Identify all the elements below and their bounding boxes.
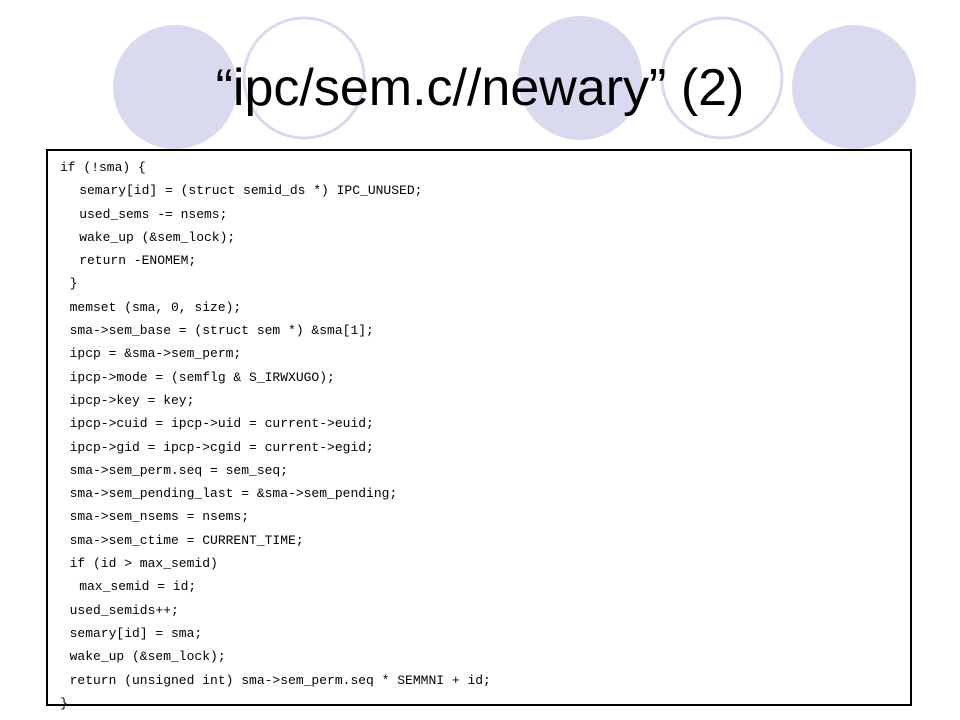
slide-title: “ipc/sem.c//newary” (2) bbox=[215, 59, 745, 117]
code-line: memset (sma, 0, size); bbox=[69, 299, 242, 315]
code-line: } bbox=[60, 695, 68, 711]
code-line: used_sems -= nsems; bbox=[79, 206, 228, 222]
code-line: ipcp->key = key; bbox=[69, 392, 195, 408]
code-line: if (id > max_semid) bbox=[69, 556, 218, 572]
code-line: sma->sem_nsems = nsems; bbox=[69, 509, 250, 525]
decor-circle-outline bbox=[660, 16, 784, 140]
code-line: return (unsigned int) sma->sem_perm.seq … bbox=[69, 672, 491, 688]
decor-circle-filled bbox=[113, 25, 237, 149]
code-line: sma->sem_perm.seq = sem_seq; bbox=[69, 462, 289, 478]
code-line: semary[id] = sma; bbox=[69, 625, 203, 641]
decorative-circles bbox=[113, 16, 916, 149]
code-line: ipcp->cuid = ipcp->uid = current->euid; bbox=[69, 416, 374, 432]
decor-circle-outline bbox=[242, 16, 366, 140]
code-line: used_semids++; bbox=[69, 602, 179, 618]
code-line: ipcp->mode = (semflg & S_IRWXUGO); bbox=[69, 369, 335, 385]
code-line: ipcp = &sma->sem_perm; bbox=[69, 346, 242, 362]
decor-circle-filled bbox=[792, 25, 916, 149]
code-line: if (!sma) { bbox=[60, 160, 146, 175]
code-line: max_semid = id; bbox=[79, 579, 197, 595]
code-line: sma->sem_ctime = CURRENT_TIME; bbox=[69, 532, 304, 548]
code-line: ipcp->gid = ipcp->cgid = current->egid; bbox=[69, 439, 374, 455]
code-block: if (!sma) { semary[id] = (struct semid_ds… bbox=[46, 149, 912, 711]
decor-circle-filled bbox=[518, 16, 642, 140]
code-line: } bbox=[69, 276, 78, 292]
code-line: wake_up (&sem_lock); bbox=[69, 649, 226, 665]
code-line: sma->sem_pending_last = &sma->sem_pendin… bbox=[69, 486, 398, 502]
code-line: return -ENOMEM; bbox=[79, 253, 197, 269]
code-line: semary[id] = (struct semid_ds *) IPC_UNU… bbox=[79, 183, 423, 199]
code-line: sma->sem_base = (struct sem *) &sma[1]; bbox=[69, 323, 374, 339]
code-line: wake_up (&sem_lock); bbox=[79, 229, 236, 245]
